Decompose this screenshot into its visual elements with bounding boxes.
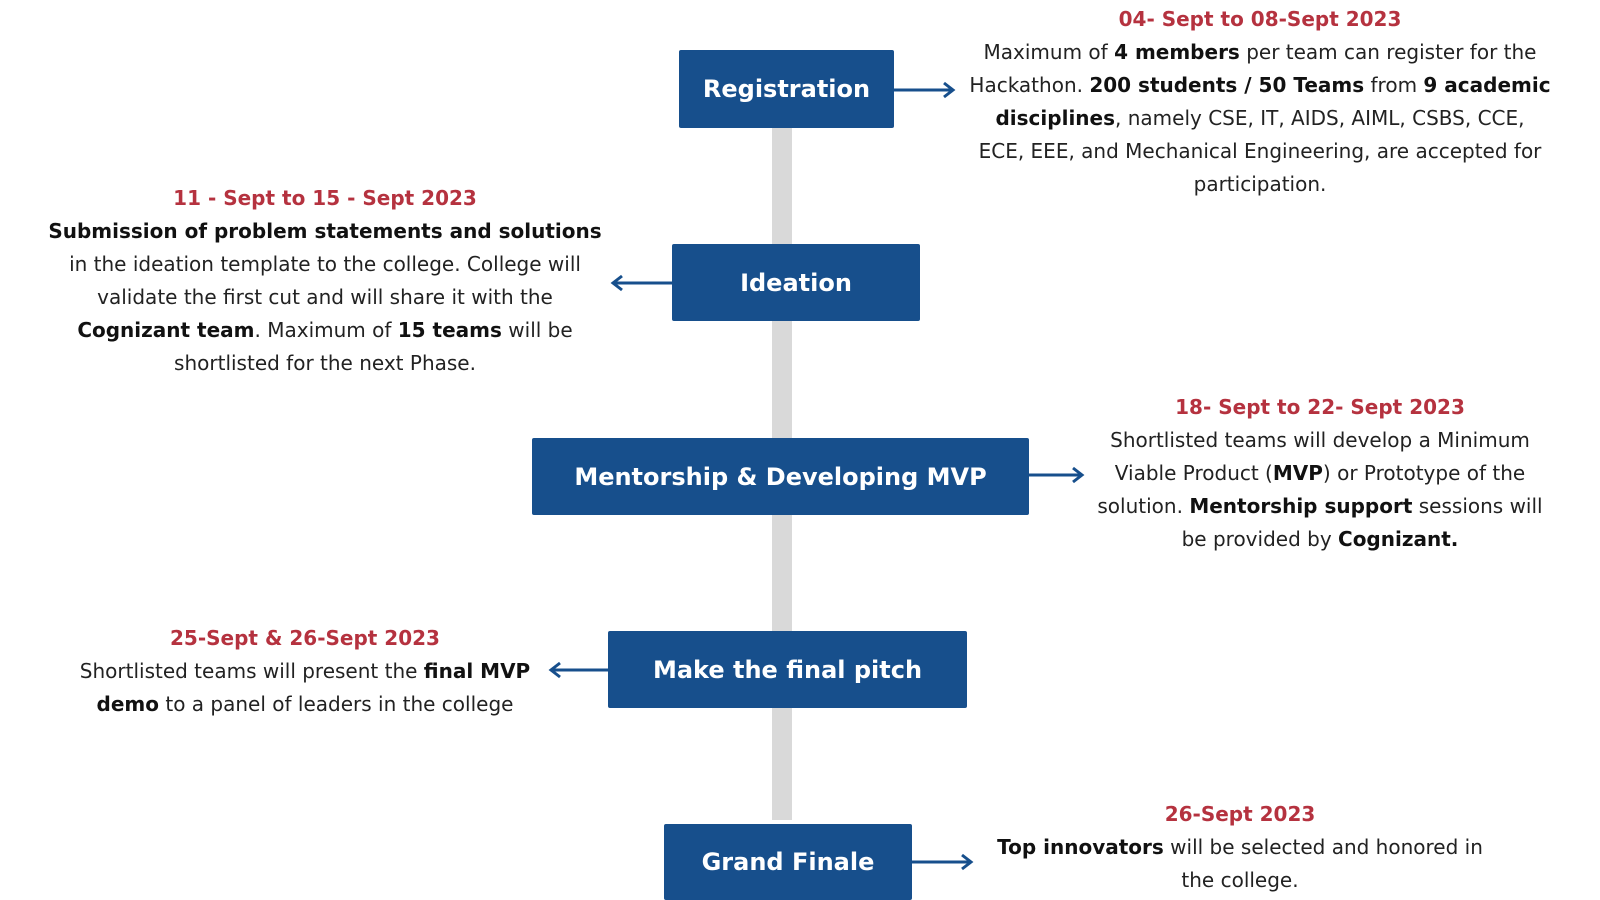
note-line: Top innovators will be selected and hono… [997,835,1483,859]
step-final-pitch-label: Make the final pitch [652,655,923,684]
step-grand-finale: Grand Finale [664,824,912,900]
note-line: ECE, EEE, and Mechanical Engineering, ar… [978,139,1542,163]
note-mentorship: 18- Sept to 22- Sept 2023 Shortlisted te… [1080,391,1560,556]
note-line: demo to a panel of leaders in the colleg… [96,692,514,716]
note-body: Top innovators will be selected and hono… [960,831,1520,897]
step-ideation-label: Ideation [740,268,852,297]
note-line: Shortlisted teams will present the final… [79,659,531,683]
note-final-pitch: 25-Sept & 26-Sept 2023 Shortlisted teams… [60,622,550,721]
arrow-left-icon [610,274,672,292]
note-ideation: 11 - Sept to 15 - Sept 2023 Submission o… [40,182,610,380]
note-line: validate the first cut and will share it… [97,285,553,309]
note-date: 18- Sept to 22- Sept 2023 [1175,395,1465,419]
note-date: 11 - Sept to 15 - Sept 2023 [173,186,477,210]
note-body: Maximum of 4 members per team can regist… [960,36,1560,201]
note-body: Shortlisted teams will present the final… [60,655,550,721]
note-line: Cognizant team. Maximum of 15 teams will… [77,318,573,342]
note-line: Hackathon. 200 students / 50 Teams from … [969,73,1551,97]
arrow-right-icon [894,81,956,99]
note-line: disciplines, namely CSE, IT, AIDS, AIML,… [995,106,1525,130]
step-registration: Registration [679,50,894,128]
step-mentorship-label: Mentorship & Developing MVP [574,462,987,491]
note-line: shortlisted for the next Phase. [174,351,476,375]
step-grand-finale-label: Grand Finale [701,848,875,876]
note-date: 26-Sept 2023 [1164,802,1316,826]
note-date: 25-Sept & 26-Sept 2023 [170,626,440,650]
note-line: be provided by Cognizant. [1181,527,1459,551]
arrow-right-icon [1029,466,1085,484]
step-final-pitch: Make the final pitch [608,631,967,708]
note-line: participation. [1193,172,1327,196]
arrow-right-icon [912,853,974,871]
note-line: Viable Product (MVP) or Prototype of the [1114,461,1526,485]
arrow-left-icon [548,661,608,679]
note-grand-finale: 26-Sept 2023 Top innovators will be sele… [960,798,1520,897]
note-line: solution. Mentorship support sessions wi… [1097,494,1543,518]
note-line: Maximum of 4 members per team can regist… [983,40,1537,64]
step-ideation: Ideation [672,244,920,321]
note-body: Submission of problem statements and sol… [40,215,610,380]
note-line: Submission of problem statements and sol… [48,219,602,243]
note-body: Shortlisted teams will develop a Minimum… [1080,424,1560,556]
note-date: 04- Sept to 08-Sept 2023 [1118,7,1402,31]
note-registration: 04- Sept to 08-Sept 2023 Maximum of 4 me… [960,3,1560,201]
note-line: in the ideation template to the college.… [69,252,581,276]
note-line: Shortlisted teams will develop a Minimum [1110,428,1530,452]
note-line: the college. [1181,868,1299,892]
step-mentorship: Mentorship & Developing MVP [532,438,1029,515]
step-registration-label: Registration [702,75,871,103]
